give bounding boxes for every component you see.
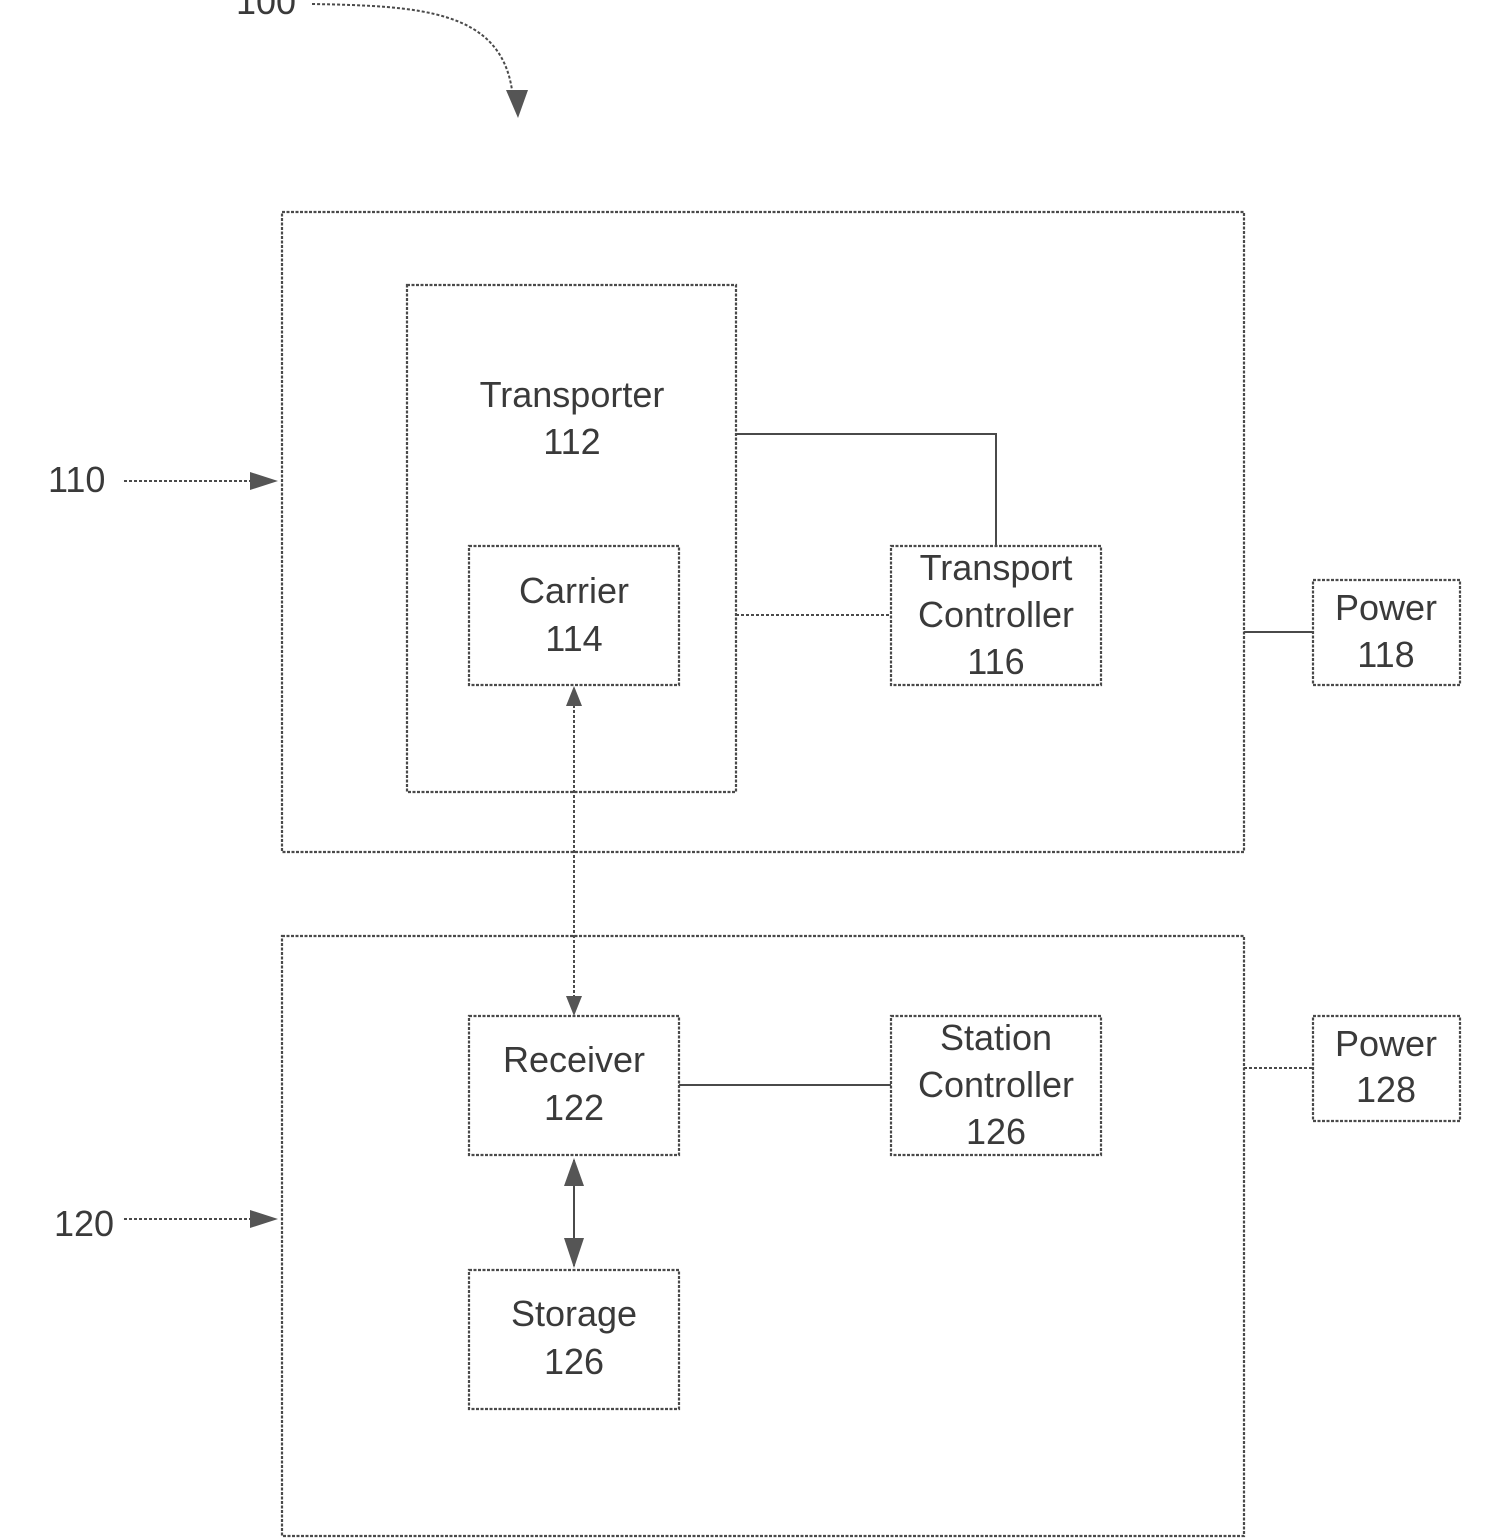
receiver-name: Receiver (503, 1039, 645, 1080)
ref-110-label: 110 (48, 459, 105, 500)
carrier-number: 114 (545, 618, 602, 659)
power-118-name: Power (1335, 587, 1437, 628)
station-controller-name-line2: Controller (918, 1064, 1074, 1105)
transport-controller-name-line1: Transport (920, 547, 1073, 588)
power-128-number: 128 (1356, 1069, 1416, 1110)
transporter-box (407, 285, 736, 792)
power-118-number: 118 (1357, 634, 1414, 675)
figure-ref-leader (312, 4, 512, 90)
figure-ref-arrowhead (506, 90, 528, 118)
receiver-box (469, 1016, 679, 1155)
power-128-name: Power (1335, 1023, 1437, 1064)
figure-ref-100: 100 (236, 0, 296, 22)
storage-number: 126 (544, 1341, 604, 1382)
transporter-name: Transporter (480, 374, 665, 415)
station-controller-name-line1: Station (940, 1017, 1052, 1058)
ref-110-arrowhead (250, 472, 278, 490)
carrier-name: Carrier (519, 570, 629, 611)
receiver-number: 122 (544, 1087, 604, 1128)
transporter-number: 112 (543, 421, 600, 462)
transport-controller-number: 116 (967, 641, 1024, 682)
station-controller-number: 126 (966, 1111, 1026, 1152)
transport-controller-name-line2: Controller (918, 594, 1074, 635)
carrier-box (469, 546, 679, 685)
storage-name: Storage (511, 1293, 637, 1334)
ref-120-arrowhead (250, 1210, 278, 1228)
storage-box (469, 1270, 679, 1409)
ref-120-label: 120 (54, 1203, 114, 1244)
